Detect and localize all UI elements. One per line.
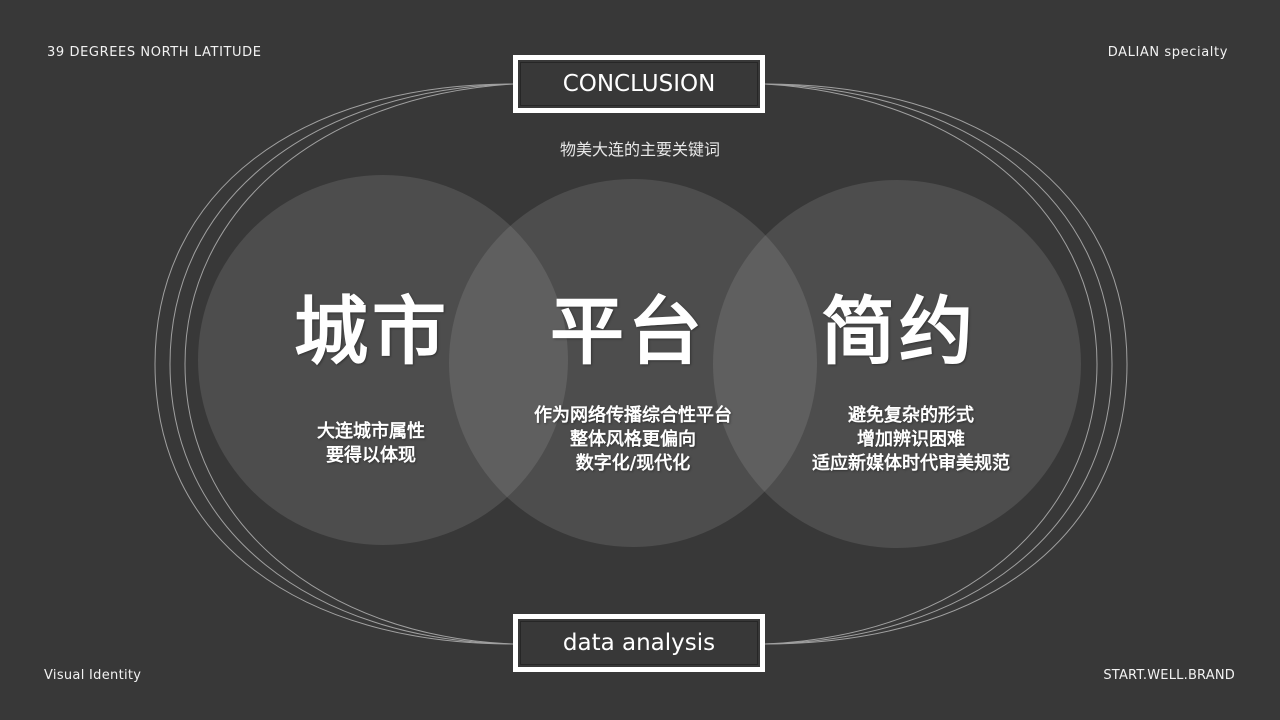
description-line: 避免复杂的形式 xyxy=(848,405,974,426)
top-left-caption: 39 DEGREES NORTH LATITUDE xyxy=(47,45,262,60)
keyword-platform-title: 平台 xyxy=(550,289,706,375)
keyword-city-description: 大连城市属性 要得以体现 xyxy=(191,420,551,468)
circle-platform xyxy=(449,179,817,547)
bottom-right-caption: START.WELL.BRAND xyxy=(1103,668,1235,683)
outer-orbit-lines xyxy=(154,83,1128,645)
description-line: 要得以体现 xyxy=(326,445,416,466)
description-line: 增加辨识困难 xyxy=(857,429,965,450)
keyword-city-title: 城市 xyxy=(294,289,450,375)
description-line: 数字化/现代化 xyxy=(575,453,691,474)
circle-city xyxy=(198,175,568,545)
keywords-subtitle: 物美大连的主要关键词 xyxy=(559,140,720,159)
bottom-left-caption: Visual Identity xyxy=(44,668,142,683)
top-right-caption: DALIAN specialty xyxy=(1107,45,1228,60)
conclusion-title: CONCLUSION xyxy=(562,71,716,97)
description-line: 作为网络传播综合性平台 xyxy=(534,405,732,426)
description-line: 整体风格更偏向 xyxy=(570,429,696,450)
keyword-simple-description: 避免复杂的形式 增加辨识困难 适应新媒体时代审美规范 xyxy=(731,404,1091,476)
keyword-simple-title: 简约 xyxy=(821,289,977,375)
description-line: 适应新媒体时代审美规范 xyxy=(812,453,1010,474)
circle-simple xyxy=(713,180,1081,548)
keyword-platform-description: 作为网络传播综合性平台 整体风格更偏向 数字化/现代化 xyxy=(453,404,813,476)
description-line: 大连城市属性 xyxy=(317,421,425,442)
data-analysis-label: data analysis xyxy=(562,630,716,656)
conclusion-title-box: CONCLUSION xyxy=(513,55,765,113)
venn-circles xyxy=(198,175,1081,548)
data-analysis-box: data analysis xyxy=(513,614,765,672)
